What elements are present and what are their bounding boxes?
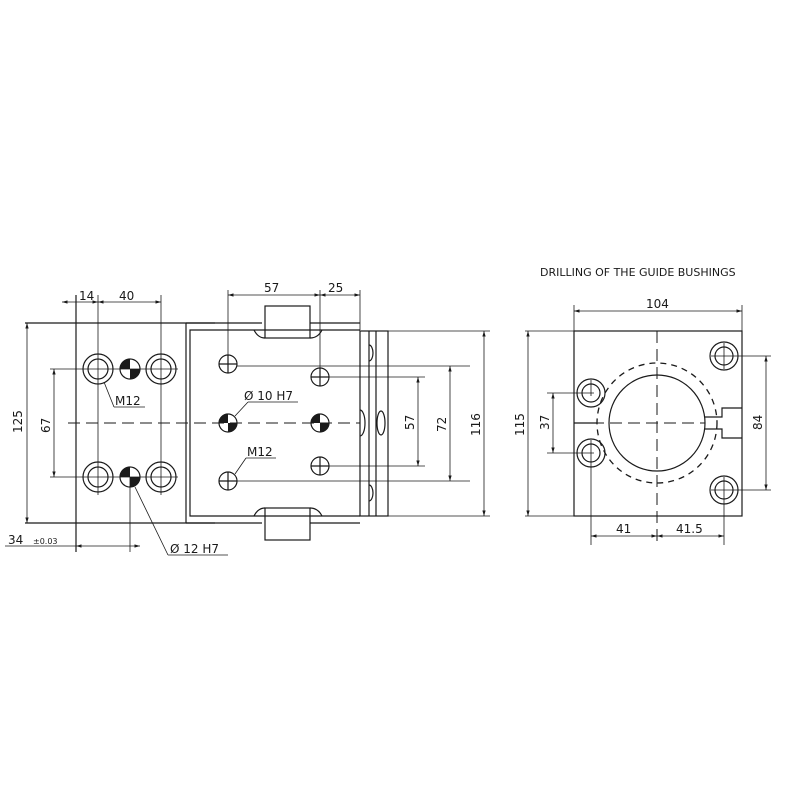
dim-116: 116 [469, 413, 483, 436]
bushing-plate [525, 305, 743, 545]
label-dia-10-h7: Ø 10 H7 [244, 389, 293, 403]
dim-57-side: 57 [403, 415, 417, 430]
side-plates [237, 330, 490, 517]
dim-41-5: 41.5 [676, 522, 703, 536]
dim-25: 25 [328, 281, 343, 295]
dim-57-top: 57 [264, 281, 279, 295]
right-view-title: DRILLING OF THE GUIDE BUSHINGS [540, 266, 736, 279]
label-dia-12-h7: Ø 12 H7 [170, 542, 219, 556]
label-m12-mid: M12 [247, 445, 273, 459]
dim-72: 72 [435, 417, 449, 432]
counterbore-holes [80, 295, 178, 495]
dim-40: 40 [119, 289, 134, 303]
dowel-pin-symbols [119, 358, 141, 552]
dim-14: 14 [79, 289, 94, 303]
dim-34: 34 [8, 533, 23, 547]
channel-body [186, 305, 360, 541]
dim-37: 37 [538, 415, 552, 430]
dim-67: 67 [39, 418, 53, 433]
dim-41: 41 [616, 522, 631, 536]
label-m12-left: M12 [115, 394, 141, 408]
bushing-holes [547, 341, 771, 545]
dim-34-tolerance: ±0.03 [33, 537, 58, 546]
dim-104: 104 [646, 297, 669, 311]
dim-125: 125 [11, 410, 25, 433]
dim-84: 84 [751, 415, 765, 430]
dim-115: 115 [513, 413, 527, 436]
